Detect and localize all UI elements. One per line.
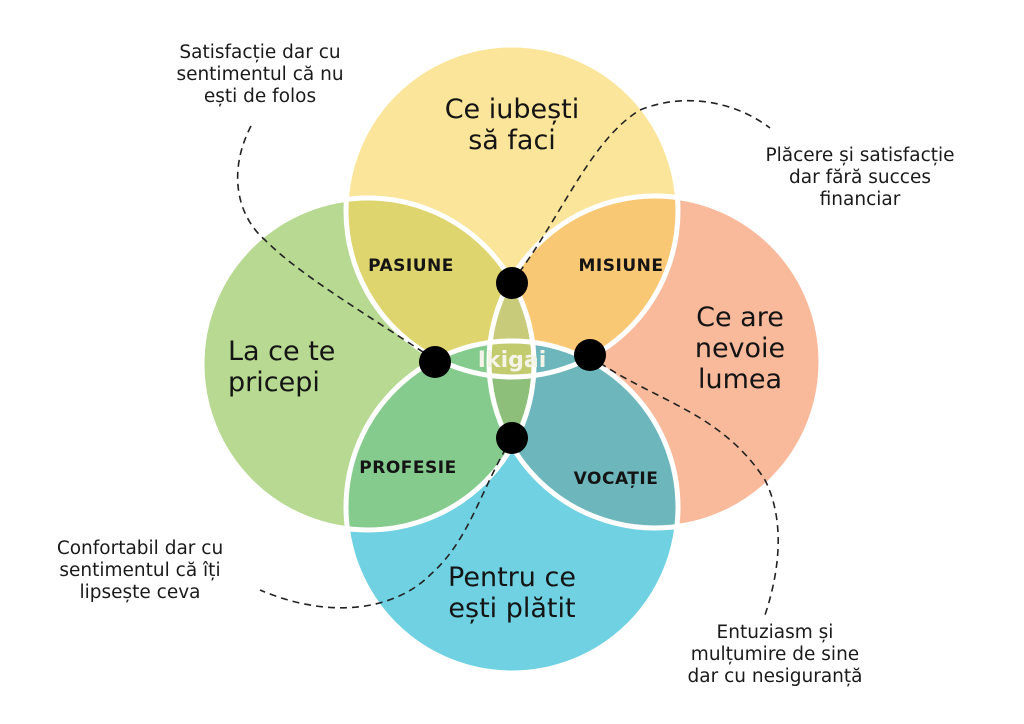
connector-top-right (511, 99, 771, 283)
label-ikigai: Ikigai (477, 348, 547, 373)
connector-bottom-left (259, 437, 513, 609)
note-top-right: Plăcere și satisfacție dar fără succes f… (765, 145, 955, 211)
label-ce-are-nevoie-lumea: Ce are nevoie lumea (694, 302, 786, 396)
label-pentru-ce-esti-platit: Pentru ce ești plătit (448, 562, 576, 625)
label-vocatie: VOCAȚIE (573, 469, 659, 489)
label-pasiune: PASIUNE (368, 256, 454, 276)
connector-bottom-right (589, 355, 779, 616)
label-ce-iubesti: Ce iubești să faci (444, 94, 580, 157)
dot-left (419, 346, 451, 378)
note-top-left: Satisfacție dar cu sentimentul că nu eșt… (176, 42, 344, 108)
dot-bottom (496, 422, 528, 454)
label-la-ce-te-pricepi: La ce te pricepi (228, 336, 336, 399)
note-bottom-right: Entuziasm și mulțumire de sine dar cu ne… (687, 622, 863, 688)
label-misiune: MISIUNE (578, 256, 664, 276)
note-bottom-left: Confortabil dar cu sentimentul că îți li… (56, 538, 224, 604)
dot-right (574, 339, 606, 371)
dot-top (496, 267, 528, 299)
label-profesie: PROFESIE (359, 458, 457, 478)
